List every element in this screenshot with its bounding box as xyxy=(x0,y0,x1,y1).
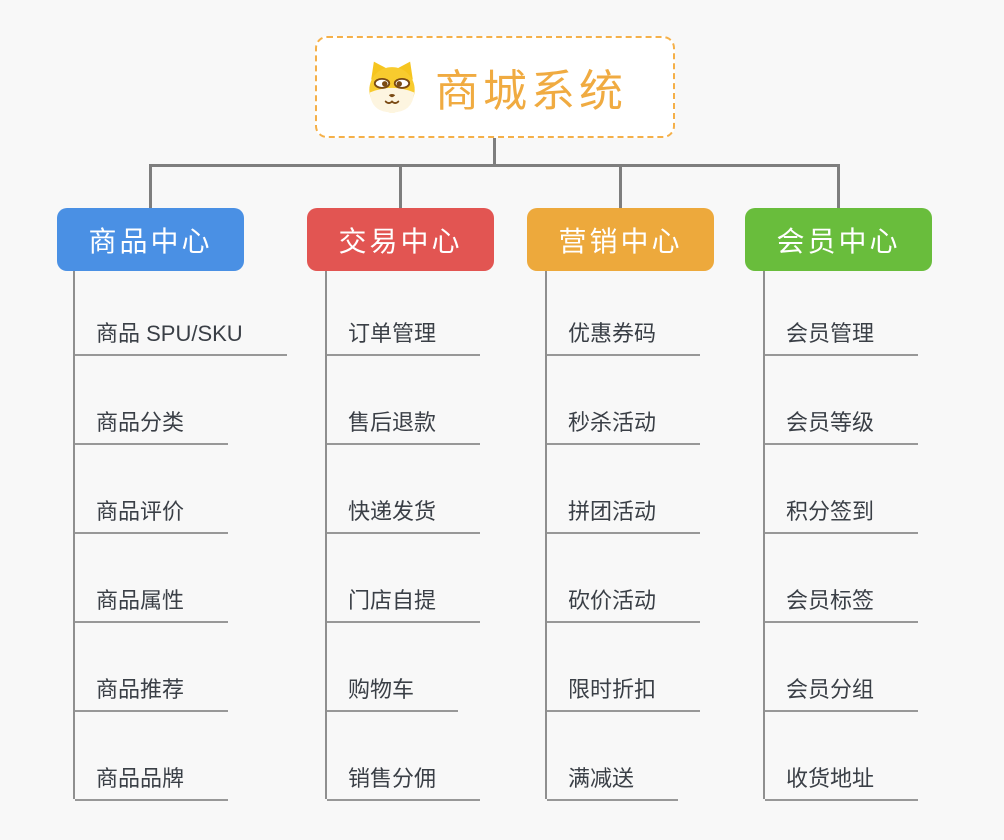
child-row: 订单管理 xyxy=(327,266,481,356)
child-row: 限时折扣 xyxy=(547,621,701,712)
child-row: 拼团活动 xyxy=(547,443,701,534)
branch-node-label: 商品中心 xyxy=(88,225,213,257)
topic-node[interactable]: 销售分佣 xyxy=(327,761,481,801)
topic-node[interactable]: 限时折扣 xyxy=(547,672,701,712)
topic-node[interactable]: 售后退款 xyxy=(327,405,481,445)
topic-node[interactable]: 秒杀活动 xyxy=(547,405,701,445)
child-row: 秒杀活动 xyxy=(547,354,701,445)
topic-node[interactable]: 商品 SPU/SKU xyxy=(75,316,287,356)
topic-node[interactable]: 商品分类 xyxy=(75,405,229,445)
topic-node[interactable]: 砍价活动 xyxy=(547,583,701,623)
child-row: 售后退款 xyxy=(327,354,481,445)
child-row: 会员等级 xyxy=(765,354,919,445)
child-row: 销售分佣 xyxy=(327,710,481,801)
topic-node[interactable]: 商品属性 xyxy=(75,583,229,623)
topic-node[interactable]: 满减送 xyxy=(547,761,679,801)
branch-children-marketing-center: 优惠券码 秒杀活动 拼团活动 砍价活动 限时折扣 满减送 xyxy=(545,266,701,801)
child-row: 会员分组 xyxy=(765,621,919,712)
branch-node-label: 会员中心 xyxy=(776,225,901,257)
root-node-label: 商城系统 xyxy=(435,67,627,116)
child-row: 商品评价 xyxy=(75,443,287,534)
child-row: 门店自提 xyxy=(327,532,481,623)
topic-node[interactable]: 门店自提 xyxy=(327,583,481,623)
topic-node[interactable]: 商品品牌 xyxy=(75,761,229,801)
child-row: 收货地址 xyxy=(765,710,919,801)
topic-node[interactable]: 会员标签 xyxy=(765,583,919,623)
topic-node[interactable]: 优惠券码 xyxy=(547,316,701,356)
child-row: 优惠券码 xyxy=(547,266,701,356)
child-row: 购物车 xyxy=(327,621,480,712)
connector-line xyxy=(149,164,152,210)
branch-children-product-center: 商品 SPU/SKU 商品分类 商品评价 商品属性 商品推荐 商品品牌 xyxy=(73,266,287,801)
child-row: 满减送 xyxy=(547,710,700,801)
child-row: 砍价活动 xyxy=(547,532,701,623)
branch-node-marketing-center[interactable]: 营销中心 xyxy=(527,208,714,271)
topic-node[interactable]: 会员分组 xyxy=(765,672,919,712)
topic-node[interactable]: 拼团活动 xyxy=(547,494,701,534)
connector-line xyxy=(619,164,622,210)
topic-node[interactable]: 会员管理 xyxy=(765,316,919,356)
topic-node[interactable]: 订单管理 xyxy=(327,316,481,356)
connector-line xyxy=(399,164,402,210)
dog-face-icon xyxy=(363,58,421,116)
connector-line xyxy=(837,164,840,210)
child-row: 会员标签 xyxy=(765,532,919,623)
topic-node[interactable]: 会员等级 xyxy=(765,405,919,445)
child-row: 商品 SPU/SKU xyxy=(75,266,287,356)
branch-node-member-center[interactable]: 会员中心 xyxy=(745,208,932,271)
topic-node[interactable]: 收货地址 xyxy=(765,761,919,801)
child-row: 快递发货 xyxy=(327,443,481,534)
branch-node-product-center[interactable]: 商品中心 xyxy=(57,208,244,271)
branch-node-label: 营销中心 xyxy=(558,225,683,257)
topic-node[interactable]: 商品推荐 xyxy=(75,672,229,712)
child-row: 商品品牌 xyxy=(75,710,287,801)
branch-children-trade-center: 订单管理 售后退款 快递发货 门店自提 购物车 销售分佣 xyxy=(325,266,481,801)
branch-node-label: 交易中心 xyxy=(338,225,463,257)
child-row: 商品分类 xyxy=(75,354,287,445)
connector-line xyxy=(493,136,496,166)
child-row: 商品属性 xyxy=(75,532,287,623)
root-node[interactable]: 商城系统 xyxy=(315,36,675,138)
topic-node[interactable]: 积分签到 xyxy=(765,494,919,534)
topic-node[interactable]: 快递发货 xyxy=(327,494,481,534)
topic-node[interactable]: 购物车 xyxy=(327,672,459,712)
branch-node-trade-center[interactable]: 交易中心 xyxy=(307,208,494,271)
topic-node[interactable]: 商品评价 xyxy=(75,494,229,534)
branch-children-member-center: 会员管理 会员等级 积分签到 会员标签 会员分组 收货地址 xyxy=(763,266,919,801)
connector-line xyxy=(149,164,840,167)
child-row: 会员管理 xyxy=(765,266,919,356)
child-row: 积分签到 xyxy=(765,443,919,534)
child-row: 商品推荐 xyxy=(75,621,287,712)
